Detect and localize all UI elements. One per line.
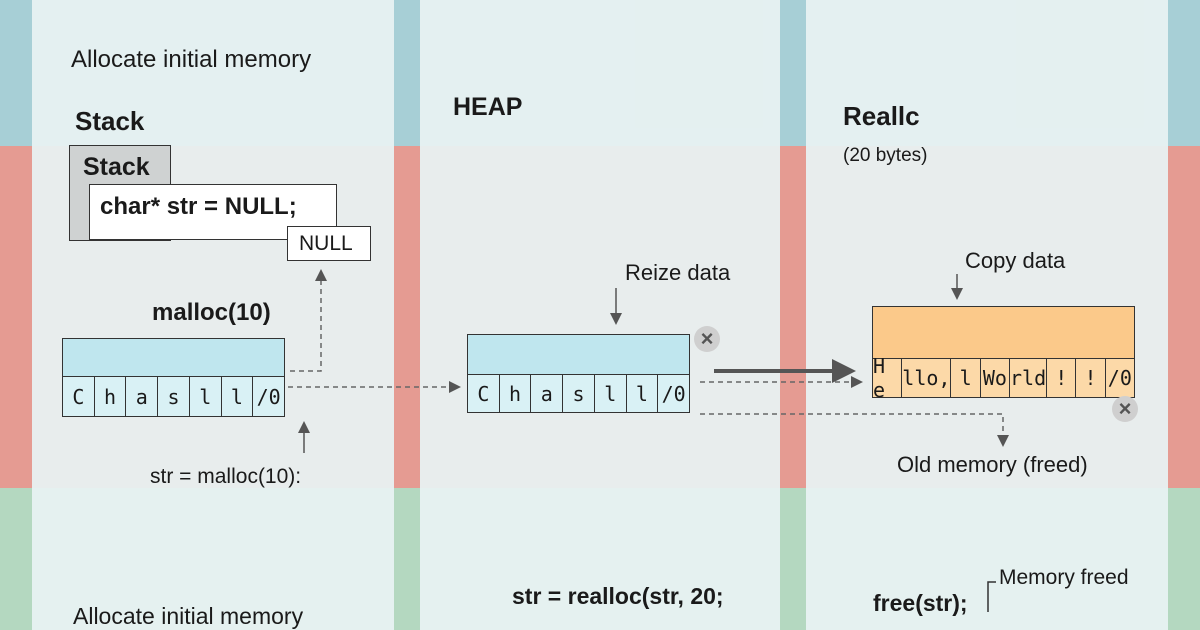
buffer-cell: l [627,375,659,412]
buffer-cell: H e [873,354,903,402]
size-note: (20 bytes) [843,145,928,166]
panel-middle [420,0,780,630]
copy-label: Copy data [965,248,1066,273]
buffer-cell: a [126,377,159,416]
memory-freed-label: Memory freed [999,566,1129,589]
buffer-cell: l [951,359,981,397]
stack-box-title: Stack [83,153,150,181]
caption-bottom: Allocate initial memory [73,603,304,629]
resize-label: Reize data [625,260,731,285]
realloc-heading: Reallc [843,101,920,131]
caption-top: Allocate initial memory [71,46,312,73]
declaration-text: char* str = NULL; [100,193,297,220]
buffer-cell: /0 [1107,366,1132,390]
buffer-cell: llo, [902,359,952,397]
buffer-cell: l [190,377,222,416]
freed-arrow [700,413,1009,447]
realloc-code: str = realloc(str, 20; [512,583,724,609]
close-icon: × [1112,396,1138,422]
assign-text: str = malloc(10): [150,465,302,488]
buffer-cell: C [468,375,500,412]
malloc-block-header [62,338,285,376]
heap-heading: HEAP [453,93,523,121]
free-code: free(str); [873,590,968,616]
free-bracket [987,581,996,612]
buffer-cell: a [531,375,564,412]
realloc-block-header [872,306,1135,358]
heap-block-header [467,334,690,374]
buffer-cell: h [95,377,127,416]
close-icon: × [694,326,720,352]
null-box [287,226,371,261]
buffer-cell: /0 [256,384,281,409]
buffer-cell: h [500,375,532,412]
buffer-cell: s [158,377,190,416]
freed-label: Old memory (freed) [897,452,1088,477]
buffer-cell: rld [1010,359,1048,397]
buffer-cell: C [63,377,95,416]
pointer-arrow [290,269,327,372]
buffer-cell: ! [1047,359,1077,397]
panel-left [32,0,394,630]
buffer-cell: ! [1076,359,1106,397]
null-text: NULL [299,232,353,255]
malloc-label: malloc(10) [152,299,271,326]
buffer-cell: Wo [981,359,1011,397]
stack-heading: Stack [75,106,145,136]
buffer-cell: /0 [661,381,686,406]
buffer-cell: s [563,375,595,412]
buffer-cell: l [595,375,627,412]
buffer-cell: l [222,377,254,416]
